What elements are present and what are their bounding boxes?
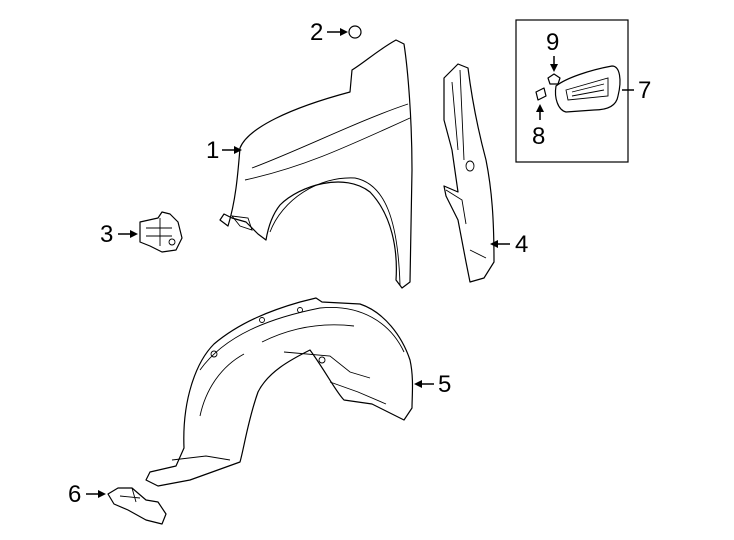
- callout-2-arrow: [340, 28, 348, 36]
- callout-9-arrow: [550, 64, 558, 72]
- callout-1-label: 1: [206, 137, 219, 164]
- callout-1-group: 1: [206, 137, 242, 164]
- callout-1-arrow: [234, 146, 242, 154]
- fender-icon: [219, 39, 413, 289]
- callout-9-label: 9: [546, 29, 559, 56]
- inset-box: [515, 19, 629, 163]
- callout-3-label: 3: [100, 221, 113, 248]
- callout-4-group: 4: [490, 231, 528, 258]
- callout-4-label: 4: [515, 231, 528, 258]
- splash-shield-icon: [107, 487, 167, 525]
- emblem-icon: [554, 65, 621, 113]
- callout-7-label: 7: [638, 77, 651, 104]
- callout-7-group: 7: [622, 77, 651, 104]
- callout-8-arrow: [536, 104, 544, 112]
- callout-8-group: 8: [532, 104, 545, 150]
- callout-6-arrow: [98, 490, 106, 498]
- callout-8-label: 8: [532, 123, 545, 150]
- nut-icon: [547, 73, 561, 85]
- callout-9-group: 9: [546, 29, 559, 72]
- callout-5-arrow: [414, 380, 422, 388]
- callout-4-arrow: [490, 240, 498, 248]
- bracket-icon: [139, 211, 183, 253]
- plug-icon: [348, 25, 362, 39]
- fender-seal-icon: [443, 63, 495, 283]
- clip-icon: [535, 87, 547, 101]
- callout-6-label: 6: [68, 481, 81, 508]
- callout-2-group: 2: [310, 19, 348, 46]
- callout-3-group: 3: [100, 221, 138, 248]
- callout-2-label: 2: [310, 19, 323, 46]
- callout-5-group: 5: [414, 371, 451, 398]
- callout-3-arrow: [130, 230, 138, 238]
- wheelhouse-liner-icon: [145, 297, 414, 487]
- callout-5-label: 5: [438, 371, 451, 398]
- callout-6-group: 6: [68, 481, 106, 508]
